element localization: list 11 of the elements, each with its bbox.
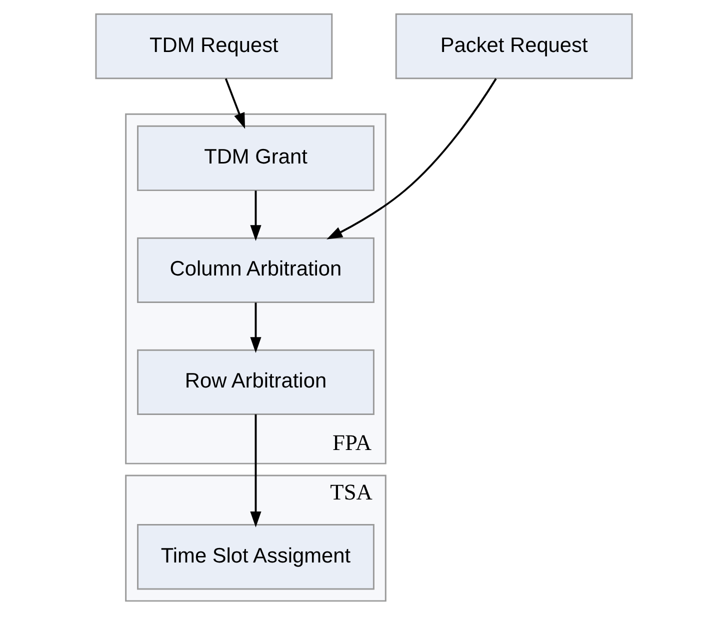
node-box: Packet Request [395,13,633,80]
arrow [224,78,246,129]
node-box: Row Arbitration [137,349,374,416]
arrow [250,414,262,528]
node-box: Time Slot Assigment [137,524,374,590]
node-box: TDM Request [95,13,333,80]
arrow [250,302,262,353]
node-box: Column Arbitration [137,237,374,304]
node-box: TDM Grant [137,125,374,192]
arrow [326,78,497,240]
arrow [250,190,262,241]
